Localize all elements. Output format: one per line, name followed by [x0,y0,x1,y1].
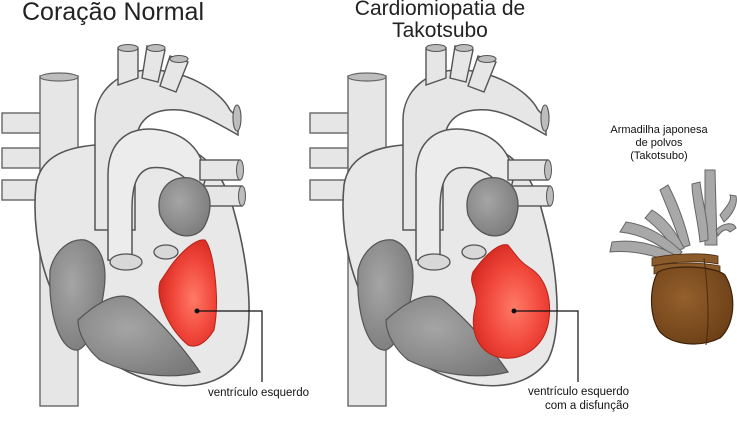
takotsubo-left-ventricle [471,244,551,359]
normal-pointer [194,308,263,382]
label-normal-left-ventricle: ventrículo esquerdo [208,387,310,399]
normal-left-ventricle [158,239,217,347]
takotsubo-heart [309,43,558,407]
title-normal-heart: Coração Normal [22,0,205,26]
title-takotsubo: Cardiomiopatia de Takotsubo [340,0,540,42]
title-takotsubo-line2: Takotsubo [392,19,488,42]
title-takotsubo-line1: Cardiomiopatia de [354,0,526,20]
trap-label-line2: de polvos [635,137,683,149]
clay-pot [650,266,734,345]
trap-label-line1: Armadilha japonesa [610,124,708,136]
normal-heart [1,43,250,407]
tentacles [609,169,737,265]
label-octopus-trap: Armadilha japonesa de polvos (Takotsubo) [594,124,724,163]
label-takotsubo-lv-line2: com a disfunção [545,400,629,412]
label-takotsubo-lv-line1: ventrículo esquerdo [528,386,630,398]
trap-label-line3: (Takotsubo) [630,150,688,162]
takotsubo-pointer [511,308,579,382]
octopus-trap-illustration [609,169,737,346]
